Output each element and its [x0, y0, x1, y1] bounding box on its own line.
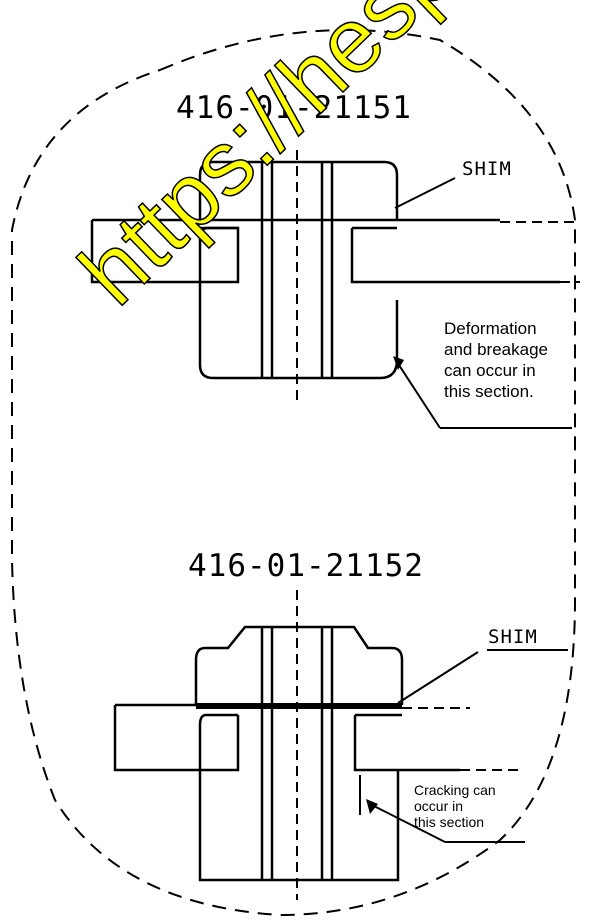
- top-arrowhead: [393, 356, 404, 370]
- bottom-plate-right: [353, 715, 460, 772]
- top-bushing-lower: [198, 226, 399, 380]
- shim-label-bottom: SHIM: [488, 626, 538, 648]
- top-assembly: [90, 160, 560, 380]
- top-dashed-lines: [296, 150, 580, 400]
- bottom-arrowhead: [366, 799, 378, 814]
- bottom-plate-left: [113, 705, 240, 772]
- bottom-bushing-lower: [198, 713, 400, 882]
- bottom-leaders: [359, 649, 568, 843]
- note-top: Deformation and breakage can occur in th…: [444, 319, 548, 401]
- bottom-collar: [194, 625, 258, 705]
- bottom-dashed-lines: [296, 590, 520, 900]
- dashed-boundary: [11, 29, 576, 917]
- bottom-shim: [196, 703, 402, 709]
- part-number-bottom: 416-01-21152: [188, 548, 424, 584]
- top-plate-left: [90, 220, 240, 284]
- top-plate-right: [350, 218, 560, 284]
- part-number-top: 416-01-21151: [176, 90, 412, 126]
- bottom-assembly: [113, 625, 460, 882]
- top-bushing-upper: [198, 160, 399, 220]
- top-leaders: [394, 177, 572, 429]
- shim-label-top: SHIM: [462, 158, 512, 180]
- note-bottom: Cracking can occur in this section: [414, 782, 496, 830]
